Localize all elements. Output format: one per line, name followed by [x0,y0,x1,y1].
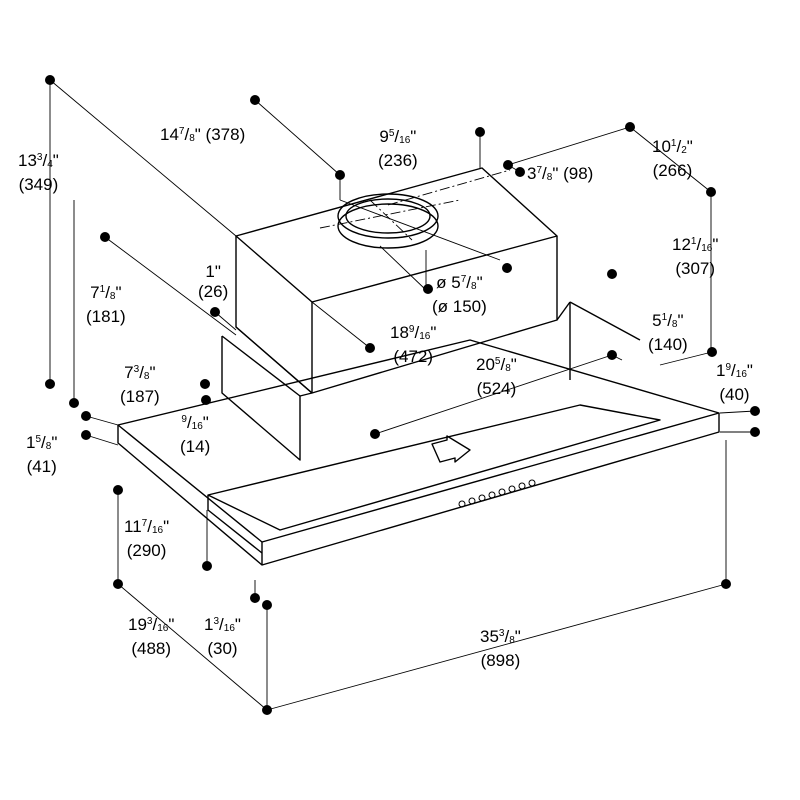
duct-collar [337,193,439,249]
canopy [117,301,720,566]
center-lines [319,169,511,241]
dim-gap: 9/16" (14) [180,413,211,456]
dim-canopy-front-height: 19/16" (40) [716,361,753,404]
dim-rear-step: 51/8" (140) [648,311,688,354]
dim-canopy-length: 205/8" (524) [476,355,517,398]
dimension-points [45,75,760,715]
dim-overall-width: 353/8" (898) [480,627,521,670]
dim-duct-diameter: ø 57/8" (ø 150) [432,273,487,316]
dim-chimney-width: 121/16" (307) [672,235,719,278]
dim-step: 1" (26) [198,262,229,301]
dim-front-extension: 117/16" (290) [124,517,170,560]
dim-lower-depth: 73/8" (187) [120,363,160,406]
dim-depth-rear: 101/2" (266) [652,137,693,180]
dim-front-lip: 13/16" (30) [204,615,241,658]
dim-lower-height: 71/8" (181) [86,283,126,326]
dim-chimney-length: 189/16" (472) [390,323,437,366]
dimension-lines [49,79,756,711]
dim-canopy-depth: 193/16" (488) [128,615,175,658]
dim-chimney-height: 133/4" (349) [18,151,59,194]
airflow-arrow [431,435,471,463]
dim-chimney-depth: 147/8" (378) [160,125,246,144]
dim-duct-offset: 95/16" (236) [378,127,418,170]
dim-canopy-height: 15/8" (41) [26,433,58,476]
dim-duct-side: 37/8" (98) [527,164,594,183]
control-panel [458,479,536,508]
chimney [221,167,558,461]
